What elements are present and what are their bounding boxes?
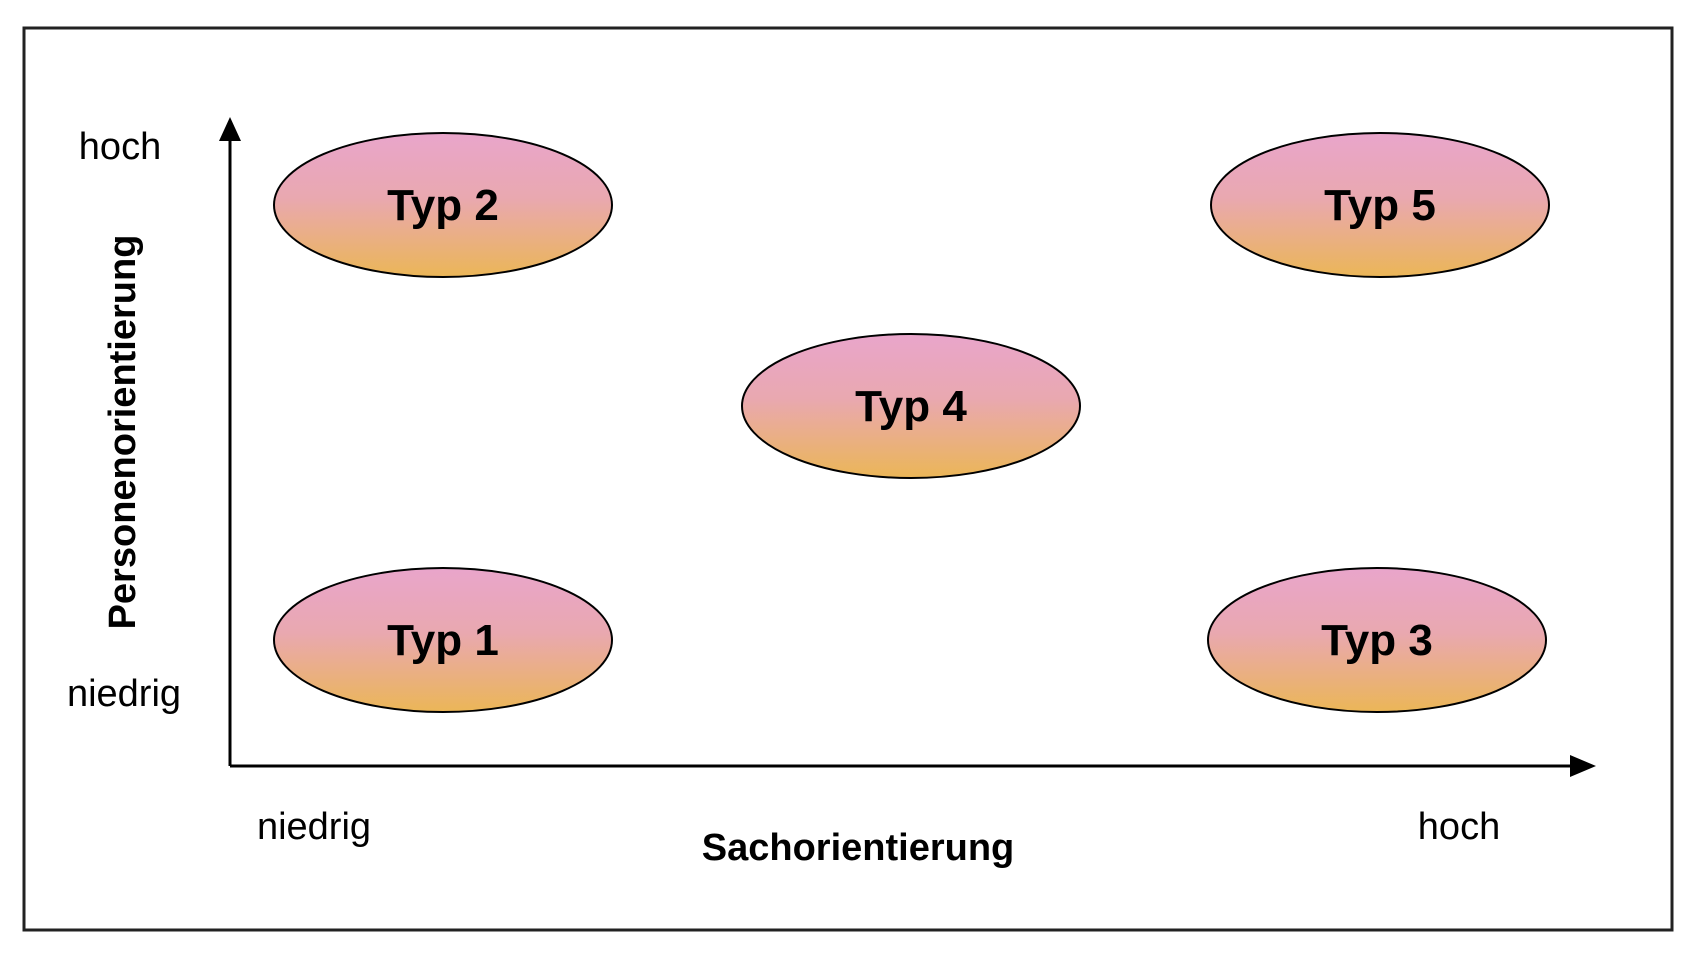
x-axis-low-label: niedrig — [257, 806, 371, 848]
node-typ-5: Typ 5 — [1210, 132, 1550, 278]
node-label: Typ 5 — [1324, 181, 1436, 230]
node-label: Typ 1 — [387, 616, 499, 665]
node-typ-1: Typ 1 — [273, 567, 613, 713]
node-ellipse — [741, 333, 1081, 479]
node-typ-4: Typ 4 — [741, 333, 1081, 479]
node-typ-2: Typ 2 — [273, 132, 613, 278]
x-axis-arrowhead — [1570, 755, 1596, 777]
node-ellipse — [1210, 132, 1550, 278]
node-label: Typ 4 — [855, 382, 967, 431]
node-label: Typ 3 — [1321, 616, 1433, 665]
x-axis-high-label: hoch — [1418, 806, 1500, 848]
node-ellipse — [1207, 567, 1547, 713]
y-axis-high-label: hoch — [79, 126, 161, 168]
y-axis-title: Personenorientierung — [102, 235, 144, 630]
diagram-frame — [22, 26, 1674, 932]
node-label: Typ 2 — [387, 181, 499, 230]
x-axis-title: Sachorientierung — [702, 827, 1015, 869]
node-ellipse — [273, 132, 613, 278]
y-axis-arrowhead — [219, 117, 241, 141]
node-ellipse — [273, 567, 613, 713]
node-typ-3: Typ 3 — [1207, 567, 1547, 713]
y-axis-low-label: niedrig — [67, 673, 181, 715]
